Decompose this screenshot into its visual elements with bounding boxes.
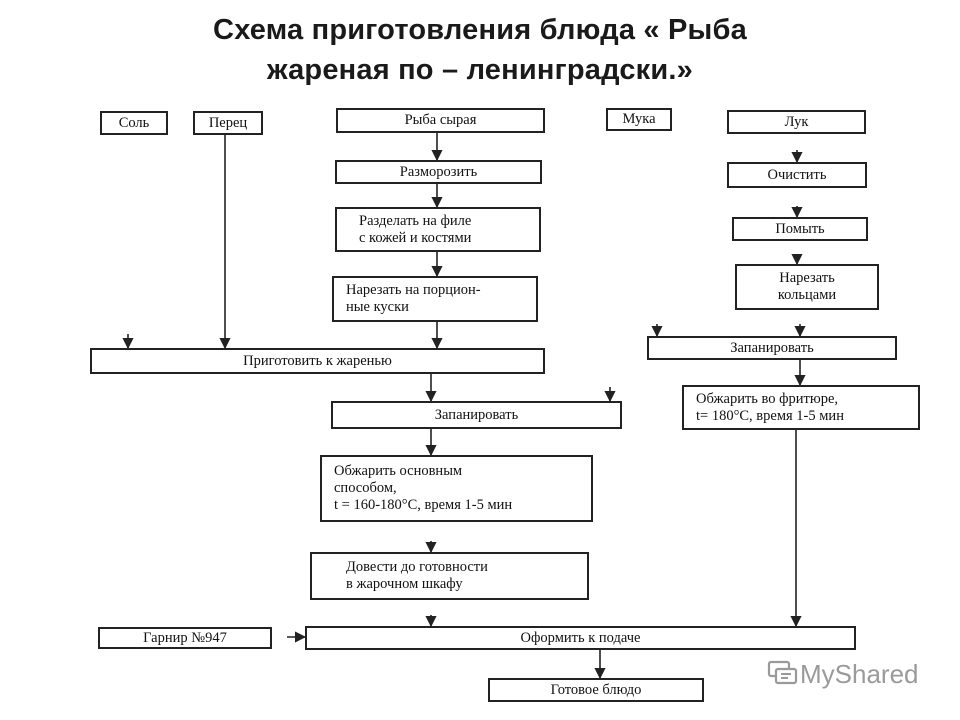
box-done: Готовое блюдо (488, 678, 704, 702)
box-fillet-line-1: Разделать на филе (359, 212, 472, 229)
box-oven-line-2: в жарочном шкафу (346, 576, 463, 592)
box-portion-line-1: Нарезать на порцион- (346, 282, 481, 298)
box-serve: Оформить к подаче (305, 626, 856, 650)
box-fillet-line-2: с кожей и костями (359, 229, 472, 246)
box-fillet: Разделать на филе с кожей и костями (335, 207, 541, 252)
box-rings-line-2: кольцами (777, 287, 837, 303)
box-raw-fish-label: Рыба сырая (404, 112, 477, 128)
box-prepare: Приготовить к жаренью (90, 348, 545, 374)
box-onion-label: Лук (784, 113, 809, 130)
box-fry-line-1: Обжарить основным (334, 463, 463, 479)
box-bread-onion: Запанировать (647, 336, 897, 360)
watermark: MyShared (766, 656, 919, 693)
box-fry-line-2: способом, (334, 480, 397, 496)
box-bread-fish-label: Запанировать (434, 406, 519, 423)
box-prepare-label: Приготовить к жаренью (243, 352, 392, 369)
box-done-label: Готовое блюдо (550, 681, 642, 698)
box-defrost: Разморозить (335, 160, 542, 184)
title-line-1: Схема приготовления блюда « Рыба (213, 14, 747, 46)
box-wash: Помыть (732, 217, 868, 241)
title-line-2: жареная по – ленинградски.» (266, 54, 693, 86)
box-bread-onion-label: Запанировать (730, 339, 814, 356)
box-flour: Мука (606, 108, 672, 131)
myshared-logo-icon (766, 656, 800, 693)
box-fry: Обжарить основным способом, t = 160-180°… (320, 455, 593, 522)
box-pepper: Перец (193, 111, 263, 135)
box-onion: Лук (727, 110, 866, 134)
box-fry-line-3: t = 160-180°С, время 1-5 мин (334, 497, 513, 513)
box-oven: Довести до готовности в жарочном шкафу (310, 552, 589, 600)
box-wash-label: Помыть (775, 220, 825, 237)
box-serve-label: Оформить к подаче (520, 629, 641, 646)
box-flour-label: Мука (622, 111, 656, 127)
box-bread-fish: Запанировать (331, 401, 622, 429)
box-pepper-label: Перец (208, 114, 248, 131)
page-title: Схема приготовления блюда « Рыба жареная… (0, 10, 960, 90)
box-peel: Очистить (727, 162, 867, 188)
box-deep-fry-line-1: Обжарить во фритюре, (696, 390, 839, 407)
box-salt: Соль (100, 111, 168, 135)
box-salt-label: Соль (118, 114, 150, 131)
box-defrost-label: Разморозить (399, 163, 478, 180)
box-portion: Нарезать на порцион- ные куски (332, 276, 538, 322)
box-deep-fry-line-2: t= 180°С, время 1-5 мин (696, 407, 844, 424)
box-oven-line-1: Довести до готовности (346, 559, 488, 575)
watermark-text: MyShared (800, 659, 919, 689)
box-rings: Нарезать кольцами (735, 264, 879, 310)
box-raw-fish: Рыба сырая (336, 108, 545, 133)
box-rings-line-1: Нарезать (779, 270, 835, 286)
box-portion-line-2: ные куски (346, 299, 409, 315)
box-deep-fry: Обжарить во фритюре, t= 180°С, время 1-5… (682, 385, 920, 430)
box-garnish-label: Гарнир №947 (143, 629, 227, 646)
box-garnish: Гарнир №947 (98, 627, 272, 649)
box-peel-label: Очистить (767, 166, 827, 183)
